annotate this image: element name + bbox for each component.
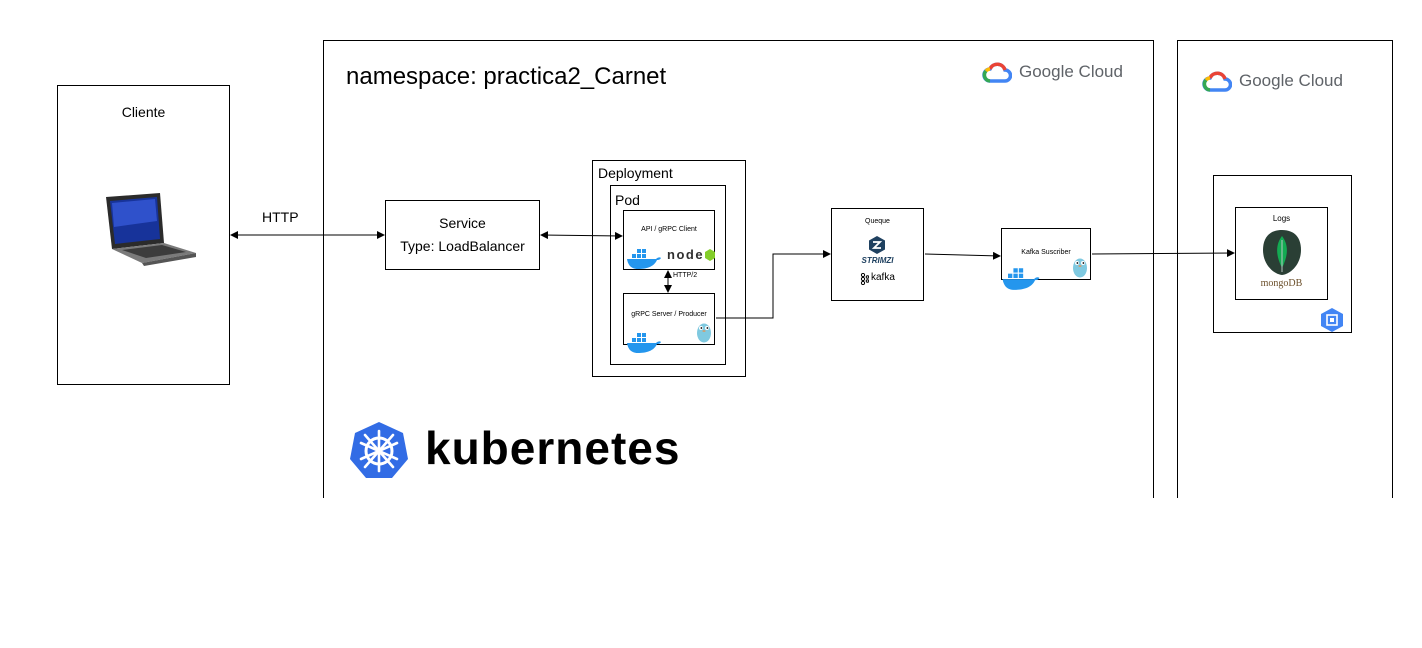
edge-service-api xyxy=(540,231,623,240)
grpc-server-title: gRPC Server / Producer xyxy=(631,311,707,318)
edge-label-http2: HTTP/2 xyxy=(673,272,698,279)
client-box: Cliente xyxy=(57,85,230,385)
mongodb-label: mongoDB xyxy=(1260,278,1303,289)
strimzi-icon xyxy=(869,236,885,254)
kubernetes-label: kubernetes xyxy=(425,422,681,474)
deployment-title: Deployment xyxy=(598,165,673,181)
google-cloud-label-right: Google Cloud xyxy=(1239,71,1343,90)
mongodb-leaf-icon xyxy=(1263,230,1301,275)
edge-subscriber-logs xyxy=(1091,249,1235,258)
compute-engine-icon xyxy=(1319,307,1345,333)
docker-whale-icon xyxy=(1002,268,1040,290)
kafka-subscriber-box: Kafka Suscriber xyxy=(1001,228,1091,290)
client-title: Cliente xyxy=(121,104,166,120)
edge-queue-subscriber xyxy=(924,251,1001,260)
go-gopher-icon xyxy=(697,323,711,343)
pod-title: Pod xyxy=(615,192,640,208)
google-cloud-label: Google Cloud xyxy=(1019,62,1123,81)
edge-grpc-queue xyxy=(716,250,831,319)
service-type: Type: LoadBalancer xyxy=(400,238,525,254)
docker-whale-icon xyxy=(627,249,661,269)
queue-title: Queque xyxy=(865,218,890,225)
docker-whale-icon xyxy=(627,333,661,353)
google-cloud-icon xyxy=(982,62,1012,83)
api-client-title: API / gRPC Client xyxy=(641,226,697,233)
namespace-title: namespace: practica2_Carnet xyxy=(346,63,667,90)
kafka-label: kafka xyxy=(871,272,895,283)
grpc-server-box: gRPC Server / Producer xyxy=(623,293,715,353)
queue-box: Queque STRIMZI kafka xyxy=(831,208,924,301)
google-cloud-icon xyxy=(1202,71,1232,92)
node-logo-text: node xyxy=(667,247,705,262)
service-title: Service xyxy=(439,215,486,231)
api-client-box: API / gRPC Client node xyxy=(623,210,715,270)
logs-title: Logs xyxy=(1272,214,1291,223)
go-gopher-icon xyxy=(1073,258,1087,278)
logs-box: Logs mongoDB xyxy=(1235,207,1328,300)
kubernetes-helm-icon xyxy=(350,422,408,478)
service-box: Service Type: LoadBalancer xyxy=(385,200,540,270)
kafka-subscriber-title: Kafka Suscriber xyxy=(1021,249,1071,256)
laptop-icon xyxy=(106,193,196,266)
strimzi-label: STRIMZI xyxy=(861,256,894,265)
edge-label-http: HTTP xyxy=(262,209,299,225)
